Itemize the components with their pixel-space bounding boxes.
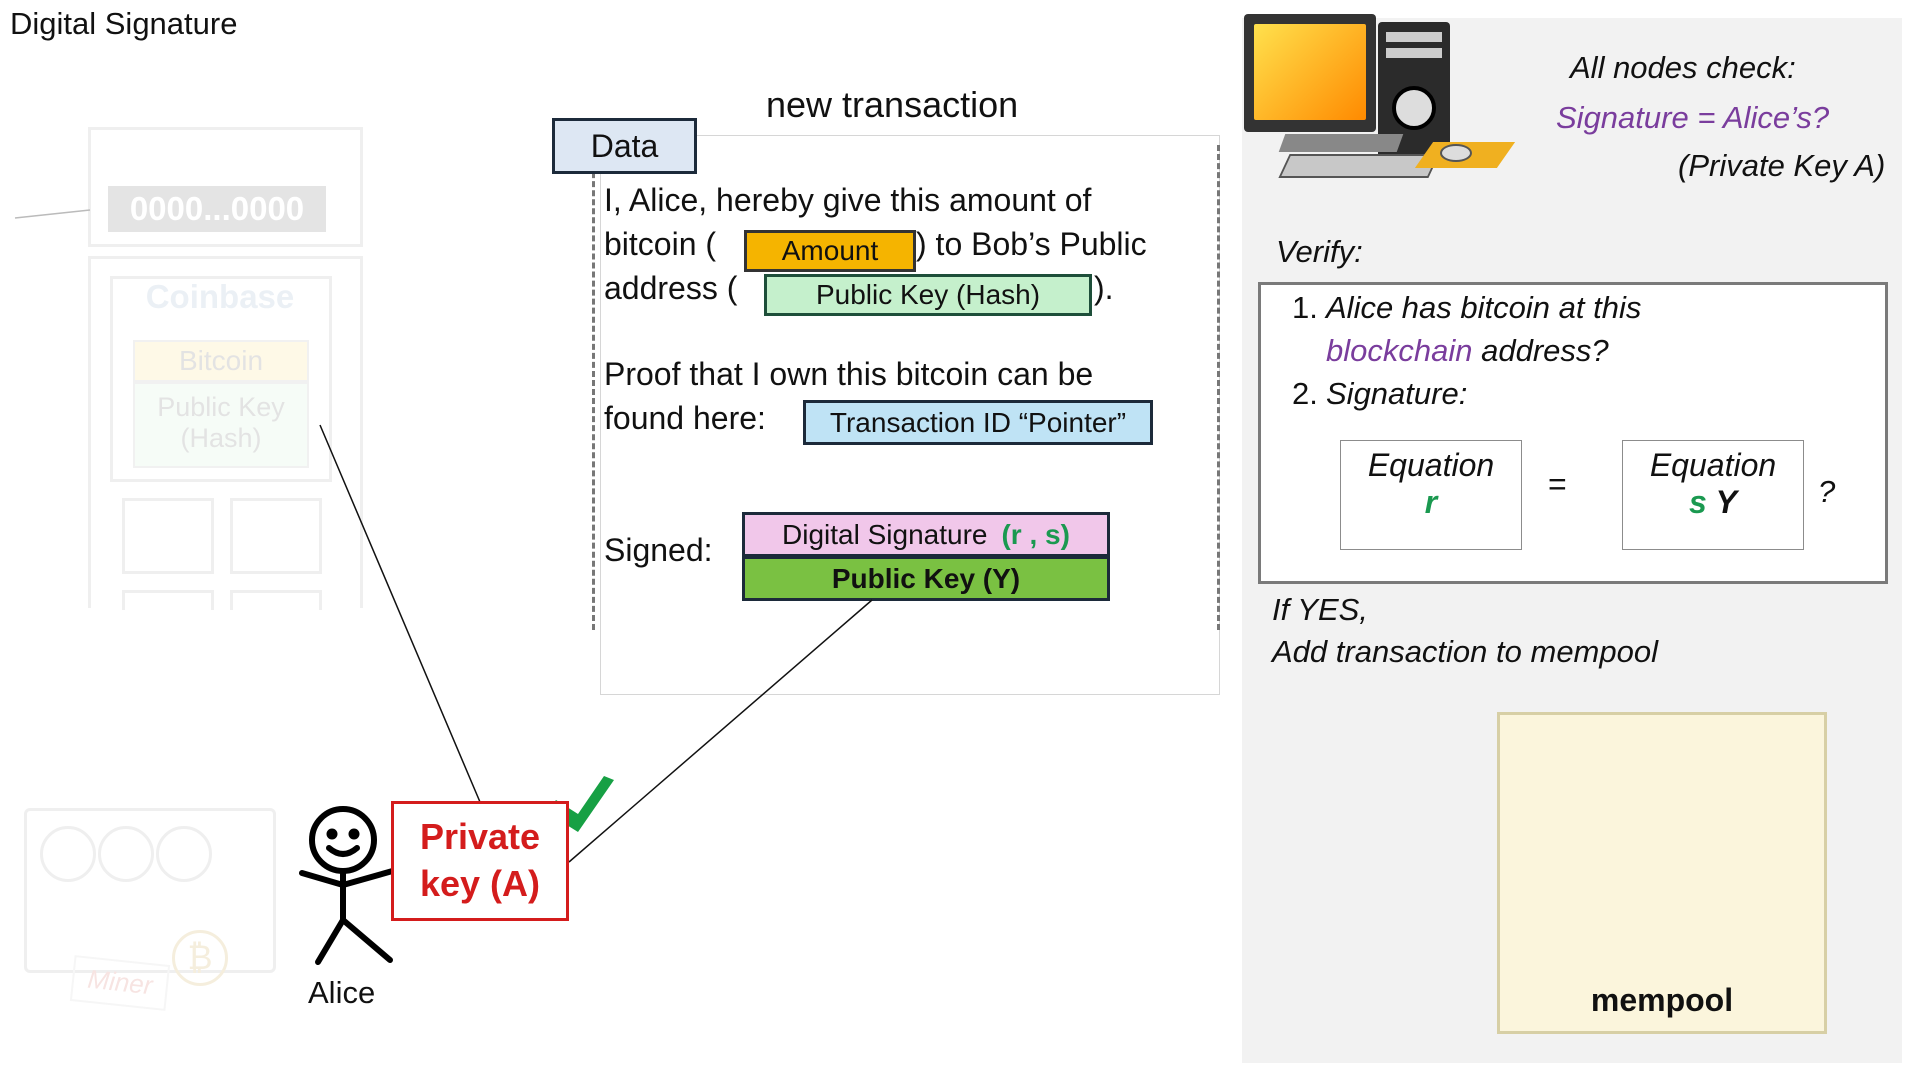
- add-to-mempool-text: Add transaction to mempool: [1272, 634, 1658, 669]
- nodes-check-note: (Private Key A): [1678, 148, 1886, 183]
- private-key-line2: key (A): [419, 863, 541, 904]
- nodes-check-question: Signature = Alice’s?: [1556, 100, 1830, 135]
- faded-tx-box-4: [230, 590, 322, 610]
- signature-rs: (r , s): [1001, 518, 1070, 550]
- txn-line1: I, Alice, hereby give this amount of: [604, 182, 1092, 218]
- digital-signature-chip: Digital Signature (r , s): [742, 512, 1110, 557]
- public-key-y-chip: Public Key (Y): [742, 556, 1110, 601]
- faded-tx-box-1: [122, 498, 214, 574]
- question-mark: ?: [1818, 474, 1836, 509]
- signed-label: Signed:: [604, 532, 713, 568]
- txn-line3-post: ).: [1094, 270, 1114, 306]
- alice-stick-figure-icon: [299, 806, 399, 965]
- transaction-header: new transaction: [766, 84, 1019, 125]
- faded-pubkey-line2: (Hash): [180, 423, 262, 453]
- equation-left-label: Equation: [1367, 447, 1495, 483]
- bitcoin-icon: ₿: [172, 930, 228, 986]
- faded-tx-box-3: [122, 590, 214, 610]
- txn-line3-pre: address (: [604, 270, 738, 306]
- equation-left-box: Equation r: [1340, 440, 1522, 550]
- transaction-dashed-border: [592, 145, 1220, 630]
- verify-label: Verify:: [1276, 234, 1363, 269]
- nodes-check-title: All nodes check:: [1570, 50, 1796, 85]
- equation-right-y: Y: [1715, 484, 1738, 520]
- block-to-key-line: [319, 424, 481, 803]
- verify-item1-number: 1.: [1292, 290, 1318, 325]
- faded-tx-box-2: [230, 498, 322, 574]
- faded-hash: 0000...0000: [108, 186, 326, 232]
- fan-icon: [98, 826, 154, 882]
- address-word: address?: [1481, 333, 1609, 368]
- fan-icon: [40, 826, 96, 882]
- verify-item1-line2: blockchain address?: [1326, 333, 1609, 369]
- if-yes-text: If YES,: [1272, 592, 1368, 627]
- proof-line2: found here:: [604, 400, 766, 436]
- public-key-hash-chip: Public Key (Hash): [764, 274, 1092, 316]
- mempool-box: [1497, 712, 1827, 1034]
- miner-rig-icon: [24, 808, 276, 973]
- digital-signature-label: Digital Signature: [782, 518, 988, 550]
- private-key-box: Private key (A): [391, 801, 569, 921]
- proof-line1: Proof that I own this bitcoin can be: [604, 356, 1094, 392]
- verify-item2-number: 2.: [1292, 376, 1318, 411]
- mempool-label: mempool: [1590, 982, 1734, 1018]
- faded-coinbase-label: Coinbase: [145, 278, 295, 315]
- faded-pubkey-chip: Public Key (Hash): [133, 382, 309, 468]
- faded-coinbase-box: [110, 276, 332, 482]
- verify-item1-text: Alice has bitcoin at this: [1326, 290, 1642, 325]
- fan-icon: [156, 826, 212, 882]
- equation-right-label: Equation: [1649, 447, 1777, 483]
- alice-label: Alice: [308, 975, 376, 1010]
- transaction-id-chip: Transaction ID “Pointer”: [803, 400, 1153, 445]
- pubkey-to-key-line: [568, 599, 873, 863]
- data-tab: Data: [552, 118, 697, 174]
- faded-block-header: [88, 127, 363, 247]
- faded-pubkey-line1: Public Key: [157, 392, 285, 422]
- equation-right-vars: s Y: [1623, 484, 1803, 521]
- faded-block-body: [88, 256, 363, 608]
- txn-line2-post: ) to Bob’s Public: [916, 226, 1147, 262]
- equation-right-box: Equation s Y: [1622, 440, 1804, 550]
- equals-sign: =: [1548, 466, 1567, 502]
- faded-bitcoin-chip: Bitcoin: [133, 340, 309, 382]
- equation-left-var: r: [1424, 484, 1438, 520]
- verify-item2-text: Signature:: [1326, 376, 1468, 411]
- txn-line2-pre: bitcoin (: [604, 226, 717, 262]
- page-title: Digital Signature: [10, 6, 238, 41]
- faded-chain-line: [14, 209, 91, 219]
- equation-right-s: s: [1688, 484, 1707, 520]
- blockchain-word: blockchain: [1326, 333, 1473, 368]
- amount-chip: Amount: [744, 230, 916, 272]
- private-key-line1: Private: [419, 816, 541, 858]
